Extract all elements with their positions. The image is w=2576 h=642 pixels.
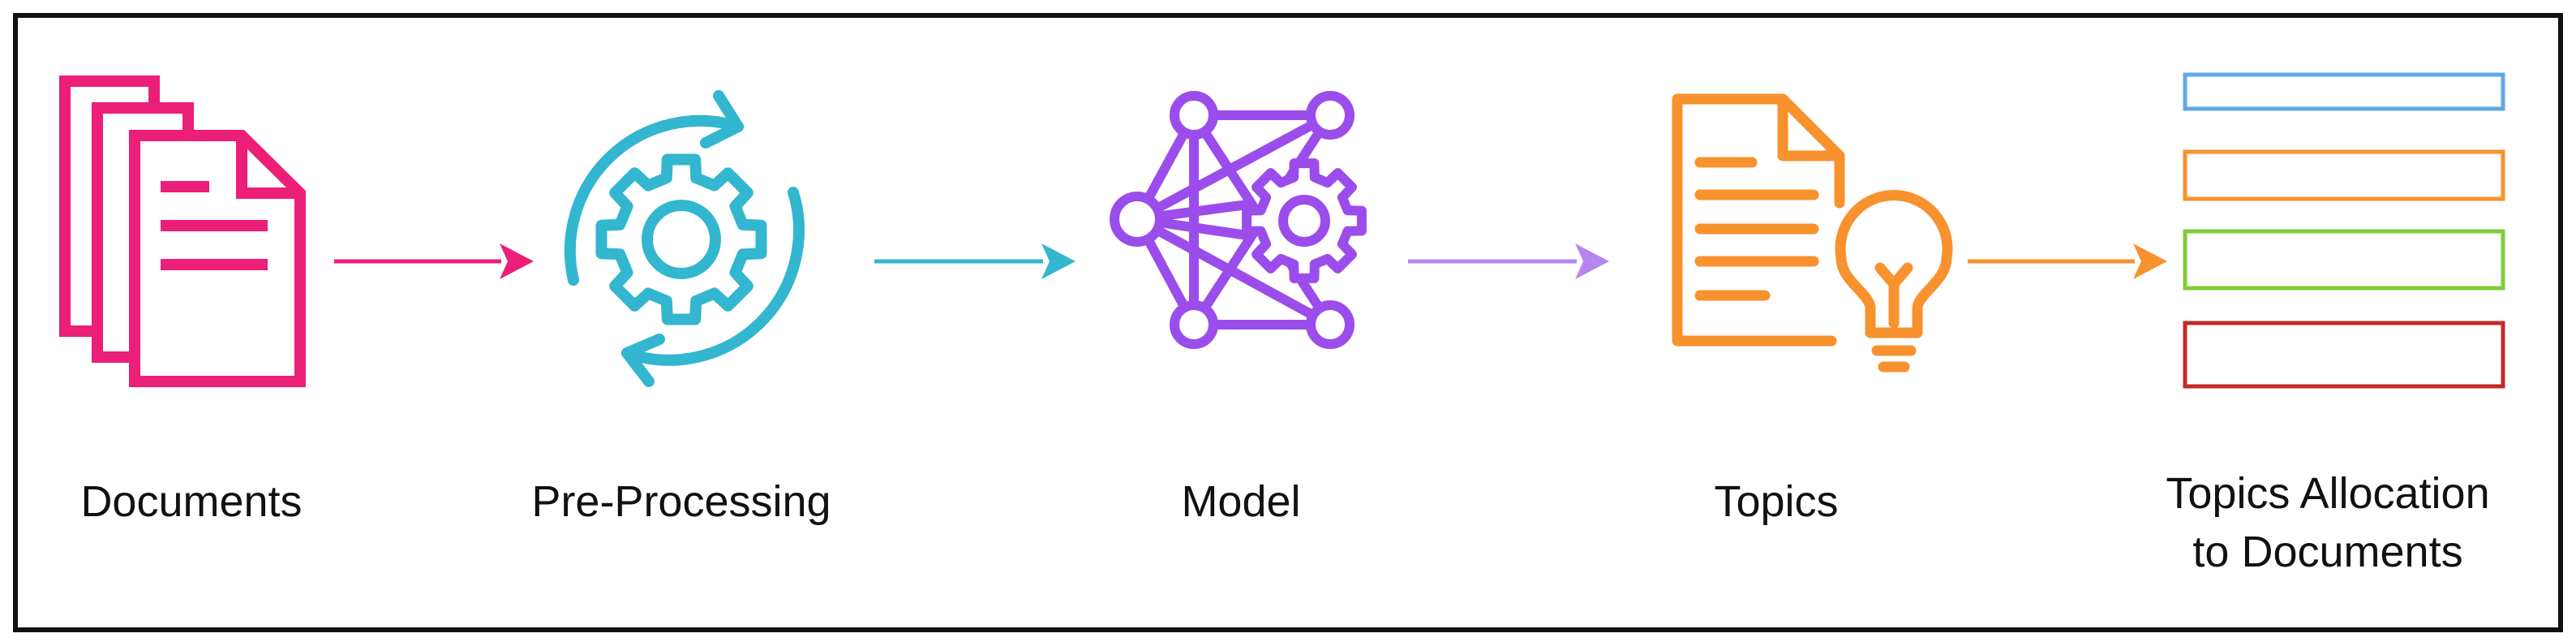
arrow-documents-to-preprocessing xyxy=(334,243,534,279)
document-lightbulb-icon xyxy=(1672,93,1953,373)
topics-label: Topics xyxy=(1714,477,1839,526)
network-gear-icon xyxy=(1110,91,1367,349)
arrow-preprocessing-to-model xyxy=(874,243,1075,279)
arrow-model-to-topics xyxy=(1408,243,1609,279)
gear-cycle-icon xyxy=(564,90,805,387)
documents-icon xyxy=(59,75,306,387)
preprocessing-label: Pre-Processing xyxy=(531,477,831,526)
arrow-topics-to-allocation xyxy=(1968,243,2167,279)
topics-allocation-label: Topics Allocation to Documents xyxy=(2166,469,2490,576)
topic-bars-icon xyxy=(2183,72,2505,389)
documents-label: Documents xyxy=(80,477,303,526)
model-label: Model xyxy=(1181,477,1301,526)
